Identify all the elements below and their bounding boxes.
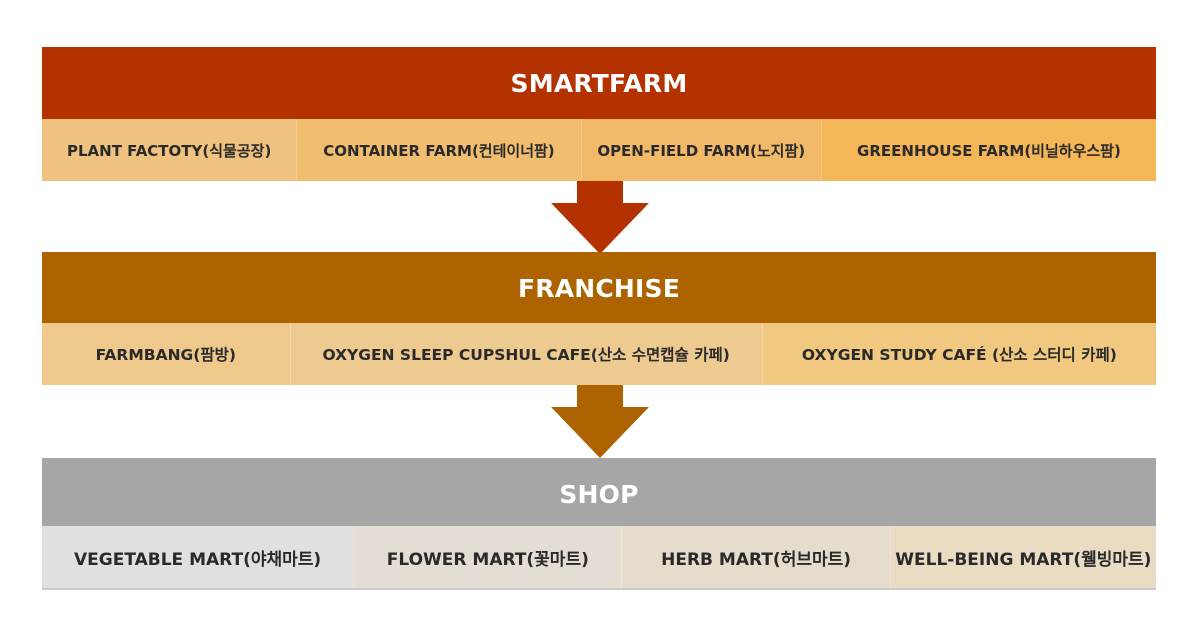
smartfarm-items-row: PLANT FACTOTY(식물공장) CONTAINER FARM(컨테이너팜… (42, 119, 1156, 181)
franchise-item-oxygen-sleep-cafe: OXYGEN SLEEP CUPSHUL CAFE(산소 수면캡슐 카페) (289, 323, 762, 385)
smartfarm-item-greenhouse-farm: GREENHOUSE FARM(비닐하우스팜) (820, 119, 1156, 181)
franchise-title: FRANCHISE (517, 273, 681, 303)
shop-item-well-being-mart: WELL-BEING MART(웰빙마트) (889, 526, 1156, 588)
smartfarm-title: SMARTFARM (510, 68, 688, 98)
franchise-header: FRANCHISE (42, 252, 1156, 324)
smartfarm-item-container-farm: CONTAINER FARM(컨테이너팜) (296, 119, 581, 181)
shop-item-herb-mart: HERB MART(허브마트) (621, 526, 890, 588)
smartfarm-item-plant-factory: PLANT FACTOTY(식물공장) (42, 119, 297, 181)
franchise-items-row: FARMBANG(팜방) OXYGEN SLEEP CUPSHUL CAFE(산… (42, 323, 1157, 385)
shop-item-flower-mart: FLOWER MART(꽃마트) (353, 526, 622, 588)
bottom-divider (42, 588, 1156, 590)
down-arrow-icon (551, 181, 649, 254)
franchise-item-farmbang: FARMBANG(팜방) (42, 323, 290, 385)
shop-title: SHOP (559, 479, 639, 509)
shop-header: SHOP (42, 458, 1156, 530)
franchise-item-oxygen-study-cafe: OXYGEN STUDY CAFÉ (산소 스터디 카페) (761, 323, 1157, 385)
shop-item-vegetable-mart: VEGETABLE MART(야채마트) (42, 526, 354, 588)
smartfarm-header: SMARTFARM (42, 47, 1156, 119)
down-arrow-icon (551, 385, 649, 458)
smartfarm-item-open-field-farm: OPEN-FIELD FARM(노지팜) (580, 119, 821, 181)
shop-items-row: VEGETABLE MART(야채마트) FLOWER MART(꽃마트) HE… (42, 526, 1156, 588)
